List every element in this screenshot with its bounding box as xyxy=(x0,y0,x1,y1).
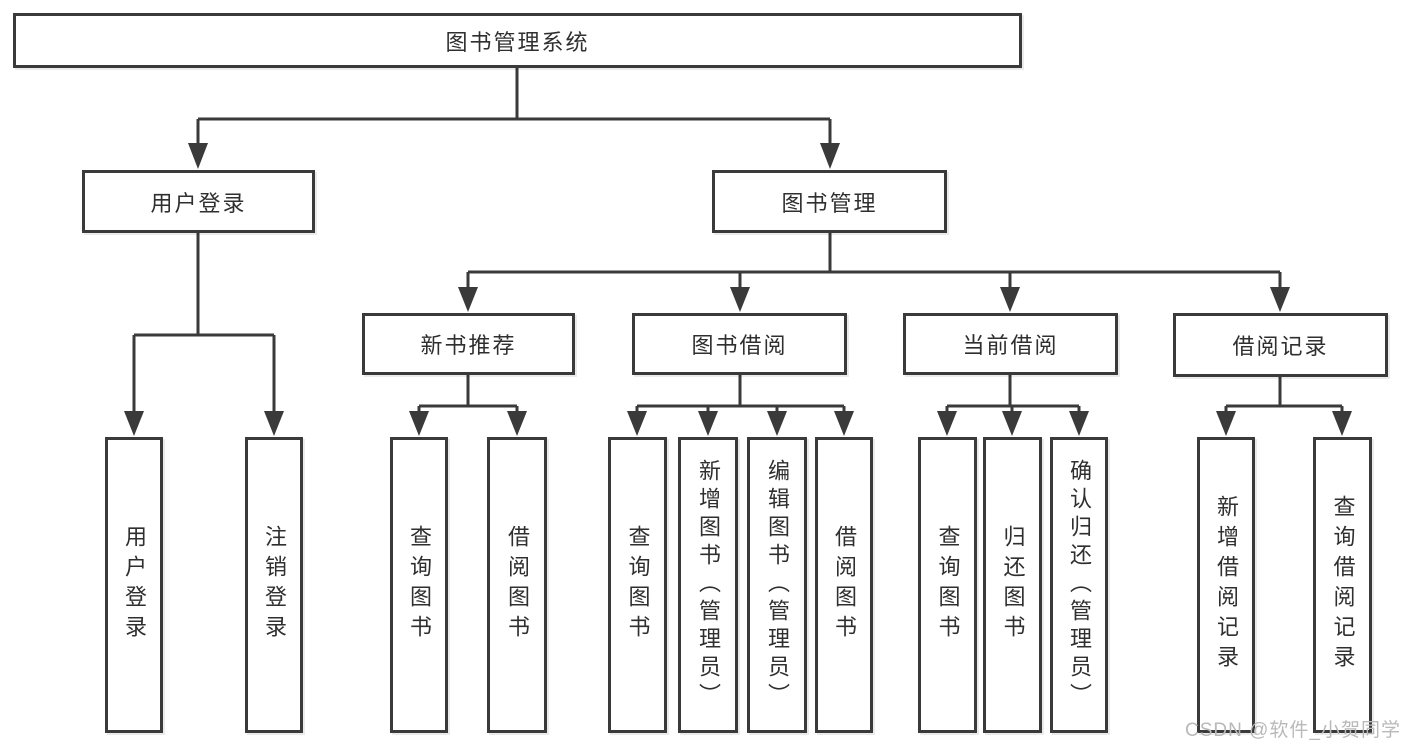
arrow-down-icon xyxy=(1000,287,1020,312)
arrow-down-icon xyxy=(264,411,284,436)
leaf-query-books-1: 查询图书 xyxy=(390,437,448,733)
node-book-management: 图书管理 xyxy=(712,170,947,233)
leaf-label: 新增借阅记录 xyxy=(1214,495,1239,675)
leaf-label: 编辑图书（管理员） xyxy=(765,459,790,711)
arrow-down-icon xyxy=(409,411,429,436)
leaf-borrow-books-1: 借阅图书 xyxy=(487,437,547,733)
leaf-add-books-admin: 新增图书（管理员） xyxy=(678,437,738,733)
arrow-down-icon xyxy=(458,287,478,312)
arrow-down-icon xyxy=(507,411,527,436)
connector-new-book-recommend-to-leaves xyxy=(417,375,519,420)
arrow-down-icon xyxy=(627,411,647,436)
csdn-watermark: CSDN @软件_小贺同学 xyxy=(1185,720,1401,741)
arrow-down-icon xyxy=(730,287,750,312)
arrow-down-icon xyxy=(1216,411,1236,436)
node-book-borrow: 图书借阅 xyxy=(632,313,847,375)
node-current-borrow-label: 当前借阅 xyxy=(962,333,1059,358)
node-new-book-recommend-label: 新书推荐 xyxy=(420,333,517,358)
node-user-login-label: 用户登录 xyxy=(150,190,247,216)
node-book-borrow-label: 图书借阅 xyxy=(691,333,788,358)
leaf-edit-books-admin: 编辑图书（管理员） xyxy=(747,437,807,733)
leaf-borrow-books-2: 借阅图书 xyxy=(815,437,873,733)
connector-root-to-level2 xyxy=(196,68,832,152)
leaf-query-books-3: 查询图书 xyxy=(918,437,977,733)
leaf-query-borrow-record: 查询借阅记录 xyxy=(1313,437,1372,733)
leaf-label: 注销登录 xyxy=(262,525,287,645)
leaf-label: 借阅图书 xyxy=(505,525,530,645)
connector-book-management-to-level3 xyxy=(466,233,1282,298)
node-borrow-record-label: 借阅记录 xyxy=(1232,334,1329,359)
leaf-label: 借阅图书 xyxy=(832,525,857,645)
leaf-return-books: 归还图书 xyxy=(983,437,1042,733)
connector-book-borrow-to-leaves xyxy=(635,375,846,420)
arrowheads xyxy=(124,143,1352,436)
leaf-add-borrow-record: 新增借阅记录 xyxy=(1197,437,1255,733)
leaf-user-login: 用户登录 xyxy=(105,437,163,733)
leaf-label: 查询图书 xyxy=(625,525,651,645)
arrow-down-icon xyxy=(1332,411,1352,436)
node-root: 图书管理系统 xyxy=(13,13,1022,68)
arrow-down-icon xyxy=(698,411,718,436)
node-new-book-recommend: 新书推荐 xyxy=(362,313,575,375)
connector-user-login-to-leaves xyxy=(132,233,276,420)
arrow-down-icon xyxy=(767,411,787,436)
leaf-label: 新增图书（管理员） xyxy=(696,459,721,711)
node-root-label: 图书管理系统 xyxy=(445,29,590,55)
arrow-down-icon xyxy=(1069,411,1089,436)
node-current-borrow: 当前借阅 xyxy=(903,313,1118,375)
arrow-down-icon xyxy=(937,411,957,436)
leaf-label: 查询借阅记录 xyxy=(1330,495,1356,675)
leaf-label: 确认归还（管理员） xyxy=(1067,459,1092,711)
leaf-label: 查询图书 xyxy=(935,525,961,645)
connector-borrow-record-to-leaves xyxy=(1224,377,1344,420)
arrow-down-icon xyxy=(188,143,208,169)
arrow-down-icon xyxy=(124,411,144,436)
arrow-down-icon xyxy=(1002,411,1022,436)
node-user-login: 用户登录 xyxy=(82,170,315,233)
node-book-management-label: 图书管理 xyxy=(781,190,878,216)
leaf-query-books-2: 查询图书 xyxy=(608,437,667,733)
leaf-logout: 注销登录 xyxy=(245,437,303,733)
leaf-confirm-return-admin: 确认归还（管理员） xyxy=(1050,437,1108,733)
arrow-down-icon xyxy=(1270,287,1290,312)
node-borrow-record: 借阅记录 xyxy=(1173,313,1388,377)
arrow-down-icon xyxy=(834,411,854,436)
leaf-label: 查询图书 xyxy=(407,525,432,645)
arrow-down-icon xyxy=(820,143,840,169)
leaf-label: 归还图书 xyxy=(1000,525,1026,645)
leaf-label: 用户登录 xyxy=(122,525,147,645)
